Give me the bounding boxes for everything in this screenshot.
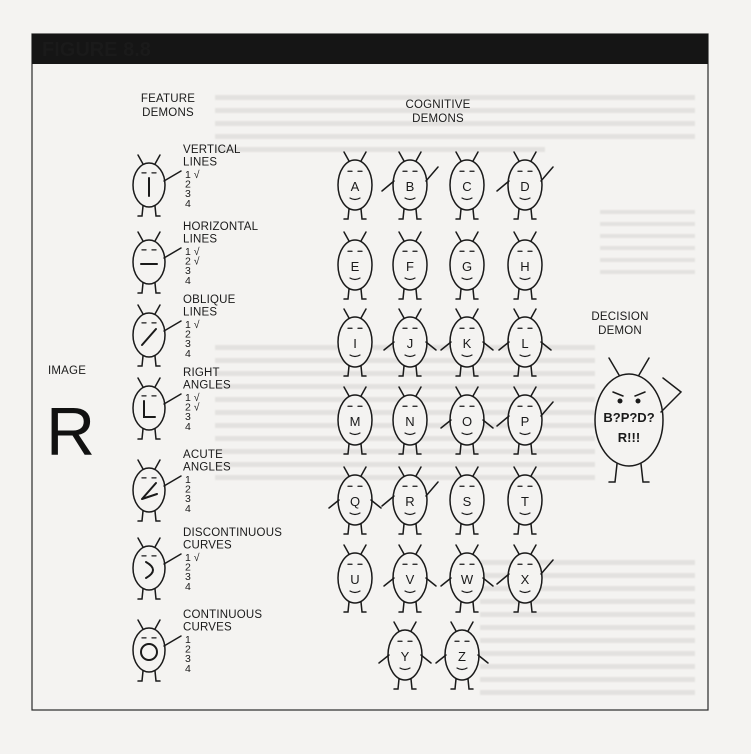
feature-demon-label: CURVES <box>183 622 232 634</box>
feature-demon-count: 4 <box>185 348 191 360</box>
svg-text:DEMON: DEMON <box>598 325 642 337</box>
cognitive-demon-letter: Y <box>401 649 410 664</box>
cognitive-demon-letter: F <box>406 259 414 274</box>
cognitive-demon-letter: X <box>521 572 530 587</box>
feature-demon-label: CURVES <box>183 540 232 552</box>
feature-demon-count: 4 <box>185 581 191 593</box>
cognitive-demon-letter: J <box>407 336 414 351</box>
svg-text:DECISION: DECISION <box>591 311 648 323</box>
cognitive-demon-letter: I <box>353 336 357 351</box>
cognitive-demon-letter: K <box>463 336 472 351</box>
cognitive-demon-letter: P <box>521 414 530 429</box>
feature-demon-count: 4 <box>185 421 191 433</box>
cognitive-demon-letter: Z <box>458 649 466 664</box>
cognitive-demon-letter: T <box>521 494 529 509</box>
cognitive-demon-letter: A <box>351 179 360 194</box>
image-letter: R <box>46 394 95 470</box>
svg-text:DEMONS: DEMONS <box>142 107 194 119</box>
cognitive-demon-letter: U <box>350 572 359 587</box>
feature-demon-count: 4 <box>185 198 191 210</box>
feature-demon-label: LINES <box>183 234 217 246</box>
cognitive-demon-letter: N <box>405 414 414 429</box>
cognitive-demon-letter: B <box>406 179 415 194</box>
feature-demon-label: HORIZONTAL <box>183 221 259 233</box>
cognitive-demon-letter: O <box>462 414 472 429</box>
svg-text:DEMONS: DEMONS <box>412 113 464 125</box>
feature-demon-label: DISCONTINUOUS <box>183 527 282 539</box>
decision-demon-text: R!!! <box>618 430 640 445</box>
cognitive-demon-letter: L <box>521 336 528 351</box>
cognitive-demon-letter: W <box>461 572 474 587</box>
cognitive-demon-letter: H <box>520 259 529 274</box>
feature-demon-label: OBLIQUE <box>183 294 236 306</box>
cognitive-demon-letter: M <box>350 414 361 429</box>
feature-demon-count: 4 <box>185 503 191 515</box>
feature-demon-label: LINES <box>183 307 217 319</box>
feature-demon-label: VERTICAL <box>183 144 241 156</box>
feature-demon-label: CONTINUOUS <box>183 609 262 621</box>
cognitive-demon-letter: R <box>405 494 414 509</box>
cognitive-demon-letter: E <box>351 259 360 274</box>
svg-text:COGNITIVE: COGNITIVE <box>405 99 470 111</box>
cognitive-demon-letter: G <box>462 259 472 274</box>
feature-demon-label: LINES <box>183 157 217 169</box>
cognitive-demon-letter: D <box>520 179 529 194</box>
feature-demon-label: ANGLES <box>183 462 231 474</box>
cognitive-demon-letter: V <box>406 572 415 587</box>
feature-demon-label: RIGHT <box>183 367 220 379</box>
feature-demon-count: 4 <box>185 275 191 287</box>
cognitive-demon-letter: S <box>463 494 472 509</box>
feature-demon-label: ANGLES <box>183 380 231 392</box>
feature-demon-label: ACUTE <box>183 449 223 461</box>
decision-demon-text: B?P?D? <box>603 410 654 425</box>
figure-label: FIGURE 8.8 <box>42 39 151 61</box>
cognitive-demon-letter: Q <box>350 494 360 509</box>
svg-text:FEATURE: FEATURE <box>141 93 195 105</box>
feature-demon-count: 4 <box>185 663 191 675</box>
image-label: IMAGE <box>48 365 86 377</box>
cognitive-demon-letter: C <box>462 179 471 194</box>
